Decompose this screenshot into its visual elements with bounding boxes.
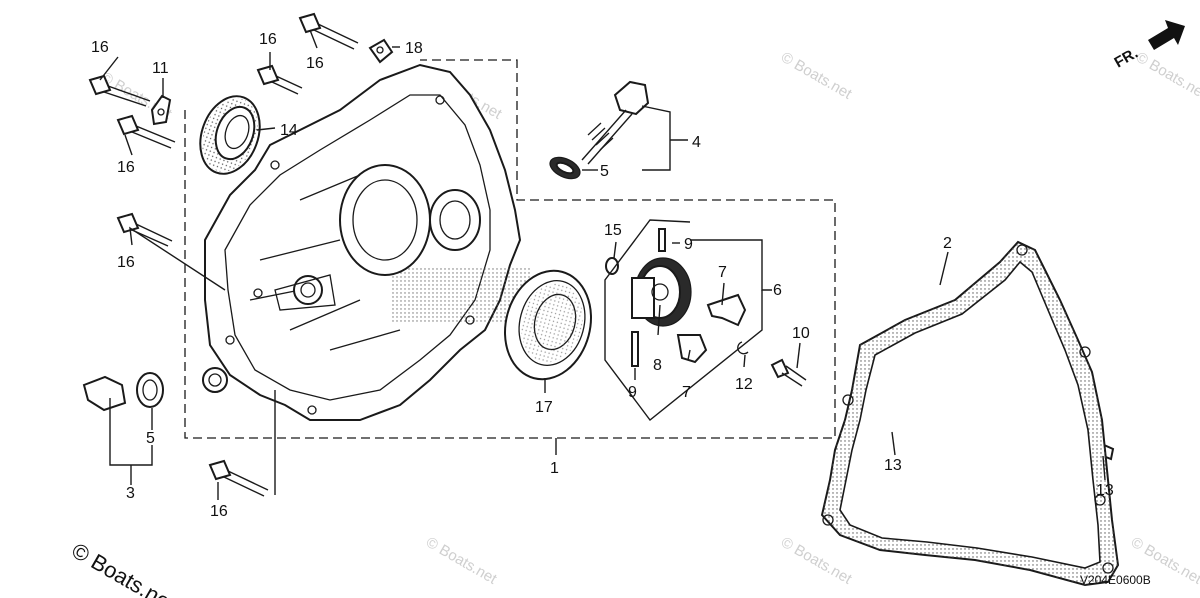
- callout-15: 15: [604, 222, 622, 239]
- drawing-code: V204E0600B: [1080, 573, 1151, 587]
- callout-7: 7: [718, 264, 727, 281]
- callout-9: 9: [628, 384, 637, 401]
- governor-parts: [605, 228, 749, 367]
- callout-2: 2: [943, 235, 952, 252]
- bearing: [504, 269, 592, 381]
- callout-16: 16: [117, 254, 135, 271]
- callout-7: 7: [682, 384, 691, 401]
- callout-16: 16: [117, 159, 135, 176]
- gasket: [820, 240, 1120, 587]
- svg-text:© Boats.net: © Boats.net: [1133, 49, 1200, 103]
- svg-text:© Boats.net: © Boats.net: [778, 534, 855, 588]
- callout-14: 14: [280, 122, 298, 139]
- oil-seal: [199, 95, 261, 175]
- callout-9: 9: [684, 236, 693, 253]
- callout-11: 11: [152, 60, 169, 77]
- callout-17: 17: [535, 399, 553, 416]
- callout-16: 16: [259, 31, 277, 48]
- callout-16: 16: [210, 503, 228, 520]
- callout-18: 18: [405, 40, 423, 57]
- callouts: 16 11 14 16 16 16 16 18 4 5 15 9 7 6 8 9…: [91, 31, 1114, 520]
- callout-10: 10: [792, 325, 810, 342]
- callout-1: 1: [550, 460, 559, 477]
- oil-dipstick: [549, 80, 650, 180]
- callout-13: 13: [884, 457, 902, 474]
- callout-12: 12: [735, 376, 753, 393]
- callout-6: 6: [773, 282, 782, 299]
- callout-5: 5: [146, 430, 155, 447]
- flange-bolts: [88, 12, 359, 497]
- front-label: FR.: [1112, 45, 1141, 72]
- case-cover: [202, 63, 530, 421]
- svg-text:© Boats.net: © Boats.net: [778, 49, 855, 103]
- governor-gear: [631, 257, 692, 327]
- callout-13: 13: [1096, 482, 1114, 499]
- drain-plug: [82, 372, 164, 412]
- clamp-plates: [150, 38, 394, 126]
- callout-4: 4: [692, 134, 701, 151]
- callout-16: 16: [91, 39, 109, 56]
- svg-text:© Boats.net: © Boats.net: [423, 534, 500, 588]
- callout-16: 16: [306, 55, 324, 72]
- direction-arrow-icon: [1148, 20, 1185, 50]
- watermark-large: © Boats.net: [68, 538, 180, 598]
- callout-5: 5: [600, 163, 609, 180]
- callout-3: 3: [126, 485, 135, 502]
- callout-8: 8: [653, 357, 662, 374]
- leader-lines: [99, 29, 1106, 500]
- assembly-boundary: [184, 59, 836, 439]
